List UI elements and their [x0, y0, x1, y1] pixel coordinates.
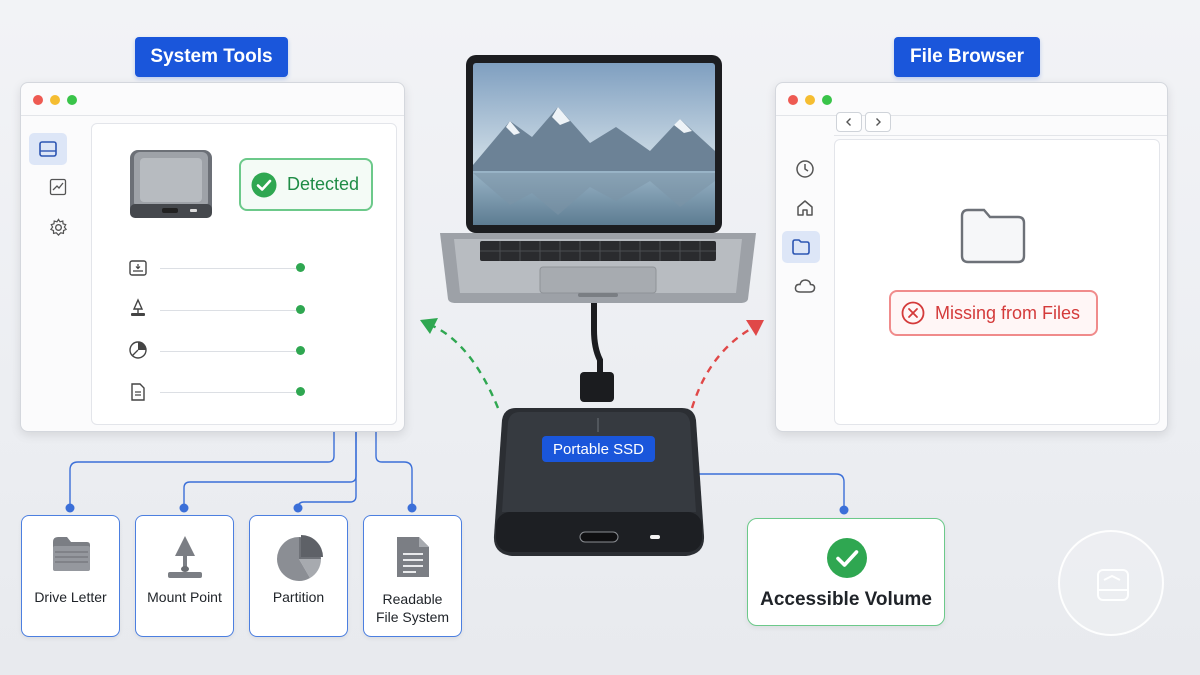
- sidebar-settings-button[interactable]: [39, 211, 77, 243]
- minimize-dot[interactable]: [805, 95, 815, 105]
- file-system-row-icon: [131, 383, 145, 401]
- detected-badge: Detected: [239, 158, 373, 211]
- error-circle-icon: [901, 301, 925, 325]
- external-drive-image: [130, 150, 212, 218]
- system-tools-window: [20, 82, 405, 432]
- red-arrow: [690, 324, 757, 409]
- missing-label: Missing from Files: [935, 302, 1081, 323]
- partition-icon: [276, 535, 323, 581]
- connector-ssd-result: [684, 473, 845, 506]
- sidebar-chart-button[interactable]: [39, 171, 77, 203]
- drive-icon: [39, 141, 57, 157]
- file-browser-window: [775, 82, 1168, 432]
- accessible-volume-label: Accessible Volume: [760, 589, 932, 610]
- drive-letter-card: Drive Letter: [21, 515, 120, 637]
- watermark-drive-icon: [1097, 569, 1129, 601]
- readable-label: Readable: [382, 591, 443, 607]
- drive-letter-row-icon: [129, 260, 147, 276]
- check-circle-icon: [251, 172, 277, 197]
- file-browser-content: [834, 139, 1160, 425]
- detected-label: Detected: [287, 174, 360, 194]
- mount-point-row-dot: [296, 305, 305, 314]
- sidebar-cloud-button[interactable]: [786, 270, 824, 302]
- gear-icon: [49, 217, 67, 236]
- file-system-label: File System: [375, 609, 450, 625]
- maximize-dot[interactable]: [822, 95, 832, 105]
- mount-point-icon: [167, 536, 202, 578]
- partition-label: Partition: [272, 589, 325, 605]
- cloud-icon: [794, 279, 816, 293]
- home-icon: [797, 200, 813, 216]
- mount-point-label: Mount Point: [147, 589, 222, 605]
- mount-point-row-icon: [131, 298, 145, 316]
- green-arrow: [427, 322, 500, 409]
- mount-point-card: Mount Point: [135, 515, 234, 637]
- file-system-card: Readable File System: [363, 515, 462, 637]
- forward-button[interactable]: [865, 112, 891, 132]
- drive-letter-row-dot: [296, 263, 305, 272]
- sidebar-recent-button[interactable]: [786, 153, 824, 185]
- system-tools-title: System Tools: [135, 37, 288, 77]
- back-button[interactable]: [836, 112, 862, 132]
- portable-ssd-label: Portable SSD: [542, 436, 655, 462]
- folder-icon: [792, 239, 810, 255]
- close-dot[interactable]: [788, 95, 798, 105]
- chart-icon: [49, 178, 67, 196]
- chevron-right-icon: [876, 118, 881, 126]
- chevron-left-icon: [846, 118, 851, 126]
- drive-letter-label: Drive Letter: [34, 589, 107, 605]
- file-system-icon: [396, 537, 429, 577]
- minimize-dot[interactable]: [50, 95, 60, 105]
- sidebar-folder-button[interactable]: [782, 231, 820, 263]
- laptop-image: [440, 55, 756, 303]
- partition-row-icon: [129, 341, 147, 359]
- sidebar-drive-button[interactable]: [29, 133, 67, 165]
- watermark-badge: [1058, 530, 1164, 636]
- sidebar-home-button[interactable]: [786, 192, 824, 224]
- file-system-row-dot: [296, 387, 305, 396]
- maximize-dot[interactable]: [67, 95, 77, 105]
- accessible-volume-card: Accessible Volume: [747, 518, 945, 626]
- empty-folder-icon: [960, 208, 1026, 264]
- missing-badge: Missing from Files: [889, 290, 1098, 336]
- drive-letter-icon: [52, 537, 90, 571]
- close-dot[interactable]: [33, 95, 43, 105]
- partition-card: Partition: [249, 515, 348, 637]
- file-browser-title: File Browser: [894, 37, 1040, 77]
- clock-icon: [796, 160, 814, 178]
- check-circle-icon: [827, 538, 867, 578]
- portable-ssd-image: [493, 372, 705, 556]
- partition-row-dot: [296, 346, 305, 355]
